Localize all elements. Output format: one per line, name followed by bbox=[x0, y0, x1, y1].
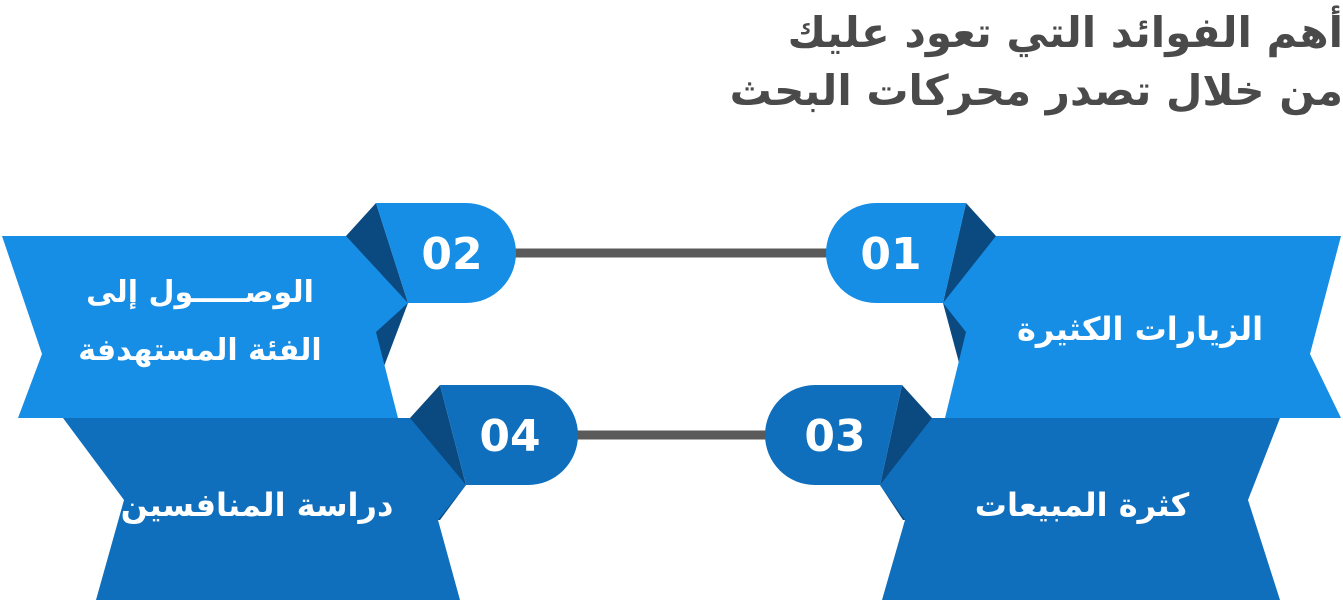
card-02-label-line-2: الفئة المستهدفة bbox=[78, 333, 321, 368]
card-01-number: 01 bbox=[860, 229, 921, 280]
card-02-label: الوصـــــول إلى bbox=[86, 275, 314, 310]
card-01: 01 الزيارات الكثيرة bbox=[826, 203, 1341, 418]
card-04: 04 دراسة المنافسين bbox=[63, 385, 578, 600]
card-03: 03 كثرة المبيعات bbox=[765, 385, 1280, 600]
card-04-tab bbox=[440, 385, 578, 485]
card-01-body bbox=[943, 236, 1341, 418]
card-02-tab bbox=[376, 203, 516, 303]
card-02-label-line-1: الوصـــــول إلى bbox=[86, 275, 314, 310]
card-02-number: 02 bbox=[421, 229, 482, 280]
card-04-body bbox=[63, 418, 466, 600]
card-04-label: دراسة المنافسين bbox=[121, 486, 394, 524]
card-02: 02 الوصـــــول إلى الفئة المستهدفة bbox=[2, 203, 516, 418]
card-02-label-2: الفئة المستهدفة bbox=[78, 333, 321, 368]
card-03-body bbox=[880, 418, 1280, 600]
card-03-tab bbox=[765, 385, 902, 485]
card-02-body bbox=[2, 236, 408, 418]
title-line-1: أهم الفوائد التي تعود عليك bbox=[787, 8, 1343, 57]
card-01-label: الزيارات الكثيرة bbox=[1017, 310, 1263, 348]
page-title: أهم الفوائد التي تعود عليك من خلال تصدر … bbox=[643, 4, 1343, 120]
card-03-label: كثرة المبيعات bbox=[975, 486, 1190, 524]
title-line-2: من خلال تصدر محركات البحث bbox=[729, 66, 1343, 115]
card-01-tab bbox=[826, 203, 966, 303]
card-03-number: 03 bbox=[804, 411, 865, 462]
card-04-number: 04 bbox=[479, 411, 540, 462]
